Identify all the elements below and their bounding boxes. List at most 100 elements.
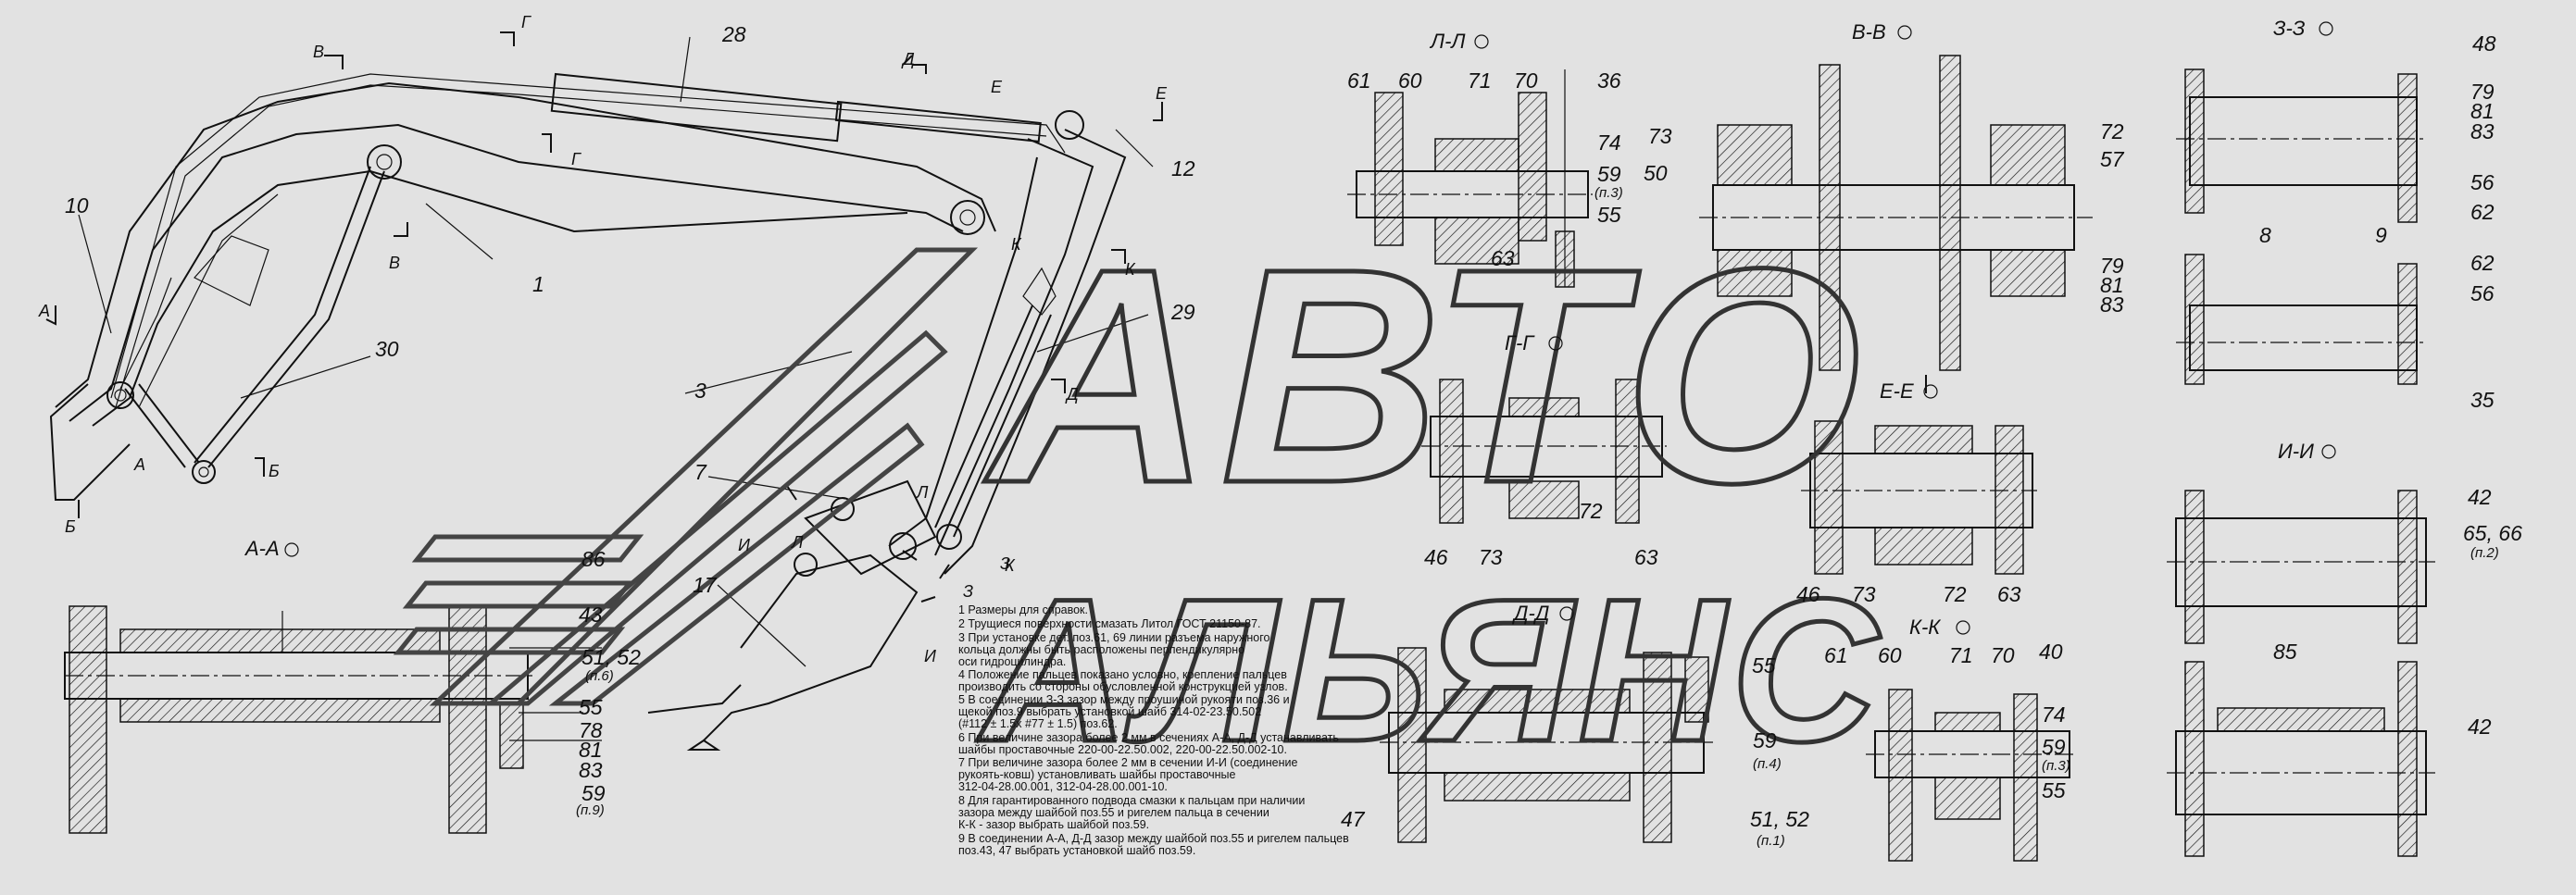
part-number: 30	[375, 337, 399, 361]
part-number: 9	[2375, 223, 2387, 247]
note-line: 8 Для гарантированного подвода смазки к …	[958, 794, 1305, 807]
note-line: 9 В соединении А-А, Д-Д зазор между шайб…	[958, 832, 1349, 845]
cutting-plane-markers	[45, 31, 1927, 603]
view-letter: Е	[1156, 84, 1168, 103]
note-line: 312-04-28.00.001, 312-04-28.00.001-10.	[958, 780, 1168, 793]
part-number: 83	[2470, 119, 2495, 143]
view-letters: Г В Д Е Е Г В А А Б Б К К Д Л Л И З З И …	[38, 13, 1168, 665]
part-number: 59	[2042, 735, 2066, 759]
section-aa	[64, 605, 602, 834]
note-line: зазора между шайбой поз.55 и ригелем пал…	[958, 806, 1269, 819]
part-number: 8	[2259, 223, 2271, 247]
part-number: 35	[2470, 388, 2495, 412]
part-number: 55	[1752, 653, 1776, 677]
view-letter: В	[313, 43, 324, 61]
view-letter: З	[963, 582, 973, 601]
part-number: 56	[2470, 170, 2495, 194]
view-letter: Г	[571, 150, 581, 168]
note-line: 7 При величине зазора более 2 мм в сечен…	[958, 756, 1298, 769]
view-letter: Б	[65, 517, 76, 536]
section-zz	[2176, 68, 2426, 385]
note-ref: (п.9)	[576, 802, 605, 818]
note-ref: (п.2)	[2470, 545, 2499, 561]
view-letter: К	[1125, 260, 1136, 279]
part-number: 62	[2470, 200, 2495, 224]
part-number: 42	[2468, 715, 2492, 739]
part-number: 63	[1997, 582, 2021, 606]
part-number: 60	[1878, 643, 1902, 667]
part-number: 51, 52	[1750, 807, 1809, 831]
view-letter: Д	[901, 50, 915, 68]
part-numbers: 28 1 10 30 12 29 3 7 17 86 43 51, 52 55 …	[65, 22, 2522, 831]
view-letter: К	[1011, 235, 1022, 254]
part-number: 72	[1579, 499, 1603, 523]
section-dd	[1380, 647, 1713, 843]
part-number: 59	[581, 781, 606, 805]
part-number: 63	[1491, 246, 1515, 270]
note-line: 2 Трущиеся поверхности смазать Литол ГОС…	[958, 617, 1261, 630]
part-number: 61	[1824, 643, 1848, 667]
watermark-line2: АЛЬЯНС	[977, 556, 1883, 784]
note-line: поз.43, 47 выбрать установкой шайб поз.5…	[958, 844, 1195, 857]
title-section-aa: А-А	[244, 537, 280, 560]
part-number: 79	[2100, 254, 2124, 278]
title-section-vv: В-В	[1852, 20, 1886, 44]
title-section-zz: З-З	[2273, 17, 2306, 40]
part-number: 79	[2470, 80, 2495, 104]
technical-notes: 1 Размеры для справок. 2 Трущиеся поверх…	[958, 603, 1349, 857]
view-letter: В	[389, 254, 400, 272]
note-line: оси гидроцилиндра.	[958, 655, 1066, 668]
part-number: 51, 52	[581, 645, 641, 669]
part-number: 70	[1991, 643, 2015, 667]
section-ee	[1801, 420, 2037, 575]
note-line: 1 Размеры для справок.	[958, 603, 1088, 616]
part-number: 59	[1597, 162, 1621, 186]
view-letter: Л	[791, 533, 804, 552]
note-line: шайбы проставочные 220-00-22.50.002, 220…	[958, 743, 1287, 756]
view-letter: Л	[916, 483, 929, 502]
part-number: 71	[1468, 68, 1492, 93]
part-number: 83	[2100, 292, 2124, 317]
note-ref: (п.3)	[1594, 185, 1623, 201]
part-number: 1	[532, 272, 544, 296]
note-line: К-К - зазор выбрать шайбой поз.59.	[958, 818, 1149, 831]
section-gg	[1421, 379, 1667, 524]
part-number: 55	[1597, 203, 1621, 227]
part-number: 73	[1479, 545, 1503, 569]
part-number: 29	[1170, 300, 1195, 324]
section-titles: А-А Л-Л В-В З-З Г-Г Е-Е Д-Д К-К И-И	[244, 17, 2336, 639]
title-section-dd: Д-Д	[1511, 602, 1549, 625]
part-number: 73	[1648, 124, 1672, 148]
view-letter: З	[1000, 554, 1010, 573]
part-number: 65, 66	[2463, 521, 2522, 545]
title-section-ee: Е-Е	[1880, 379, 1914, 403]
view-letter: И	[738, 536, 750, 554]
part-number: 60	[1398, 68, 1422, 93]
part-number: 17	[693, 573, 718, 597]
section-ii	[2167, 490, 2435, 857]
part-number: 12	[1171, 156, 1195, 180]
part-number: 28	[721, 22, 746, 46]
note-line: (#112 ± 1.5х #77 ± 1.5) поз.62.	[958, 717, 1118, 730]
part-number: 71	[1949, 643, 1973, 667]
part-number: 43	[579, 603, 603, 627]
title-section-ii: И-И	[2278, 440, 2314, 463]
note-line: щекой поз.9 выбрать установкой шайб 314-…	[958, 705, 1261, 718]
part-number: 3	[694, 379, 707, 403]
part-number: 46	[1796, 582, 1820, 606]
view-letter: И	[924, 647, 936, 665]
note-line: 4 Положение пальцев показано условно, кр…	[958, 668, 1287, 681]
note-line: рукоять-ковш) установливать шайбы проста…	[958, 768, 1236, 781]
part-number: 50	[1644, 161, 1668, 185]
note-ref: (п.6)	[585, 668, 614, 684]
part-number: 72	[2100, 119, 2124, 143]
view-letter: А	[38, 302, 50, 320]
part-number: 10	[65, 193, 89, 218]
title-section-kk: К-К	[1909, 615, 1941, 639]
watermark: АВТО АЛЬЯНС	[393, 203, 1883, 787]
note-ref: (п.1)	[1757, 833, 1785, 849]
part-number: 7	[694, 460, 707, 484]
note-ref: (п.4)	[1753, 756, 1782, 772]
note-line: 3 При установке дет. поз.61, 69 линии ра…	[958, 631, 1270, 644]
part-number: 63	[1634, 545, 1658, 569]
